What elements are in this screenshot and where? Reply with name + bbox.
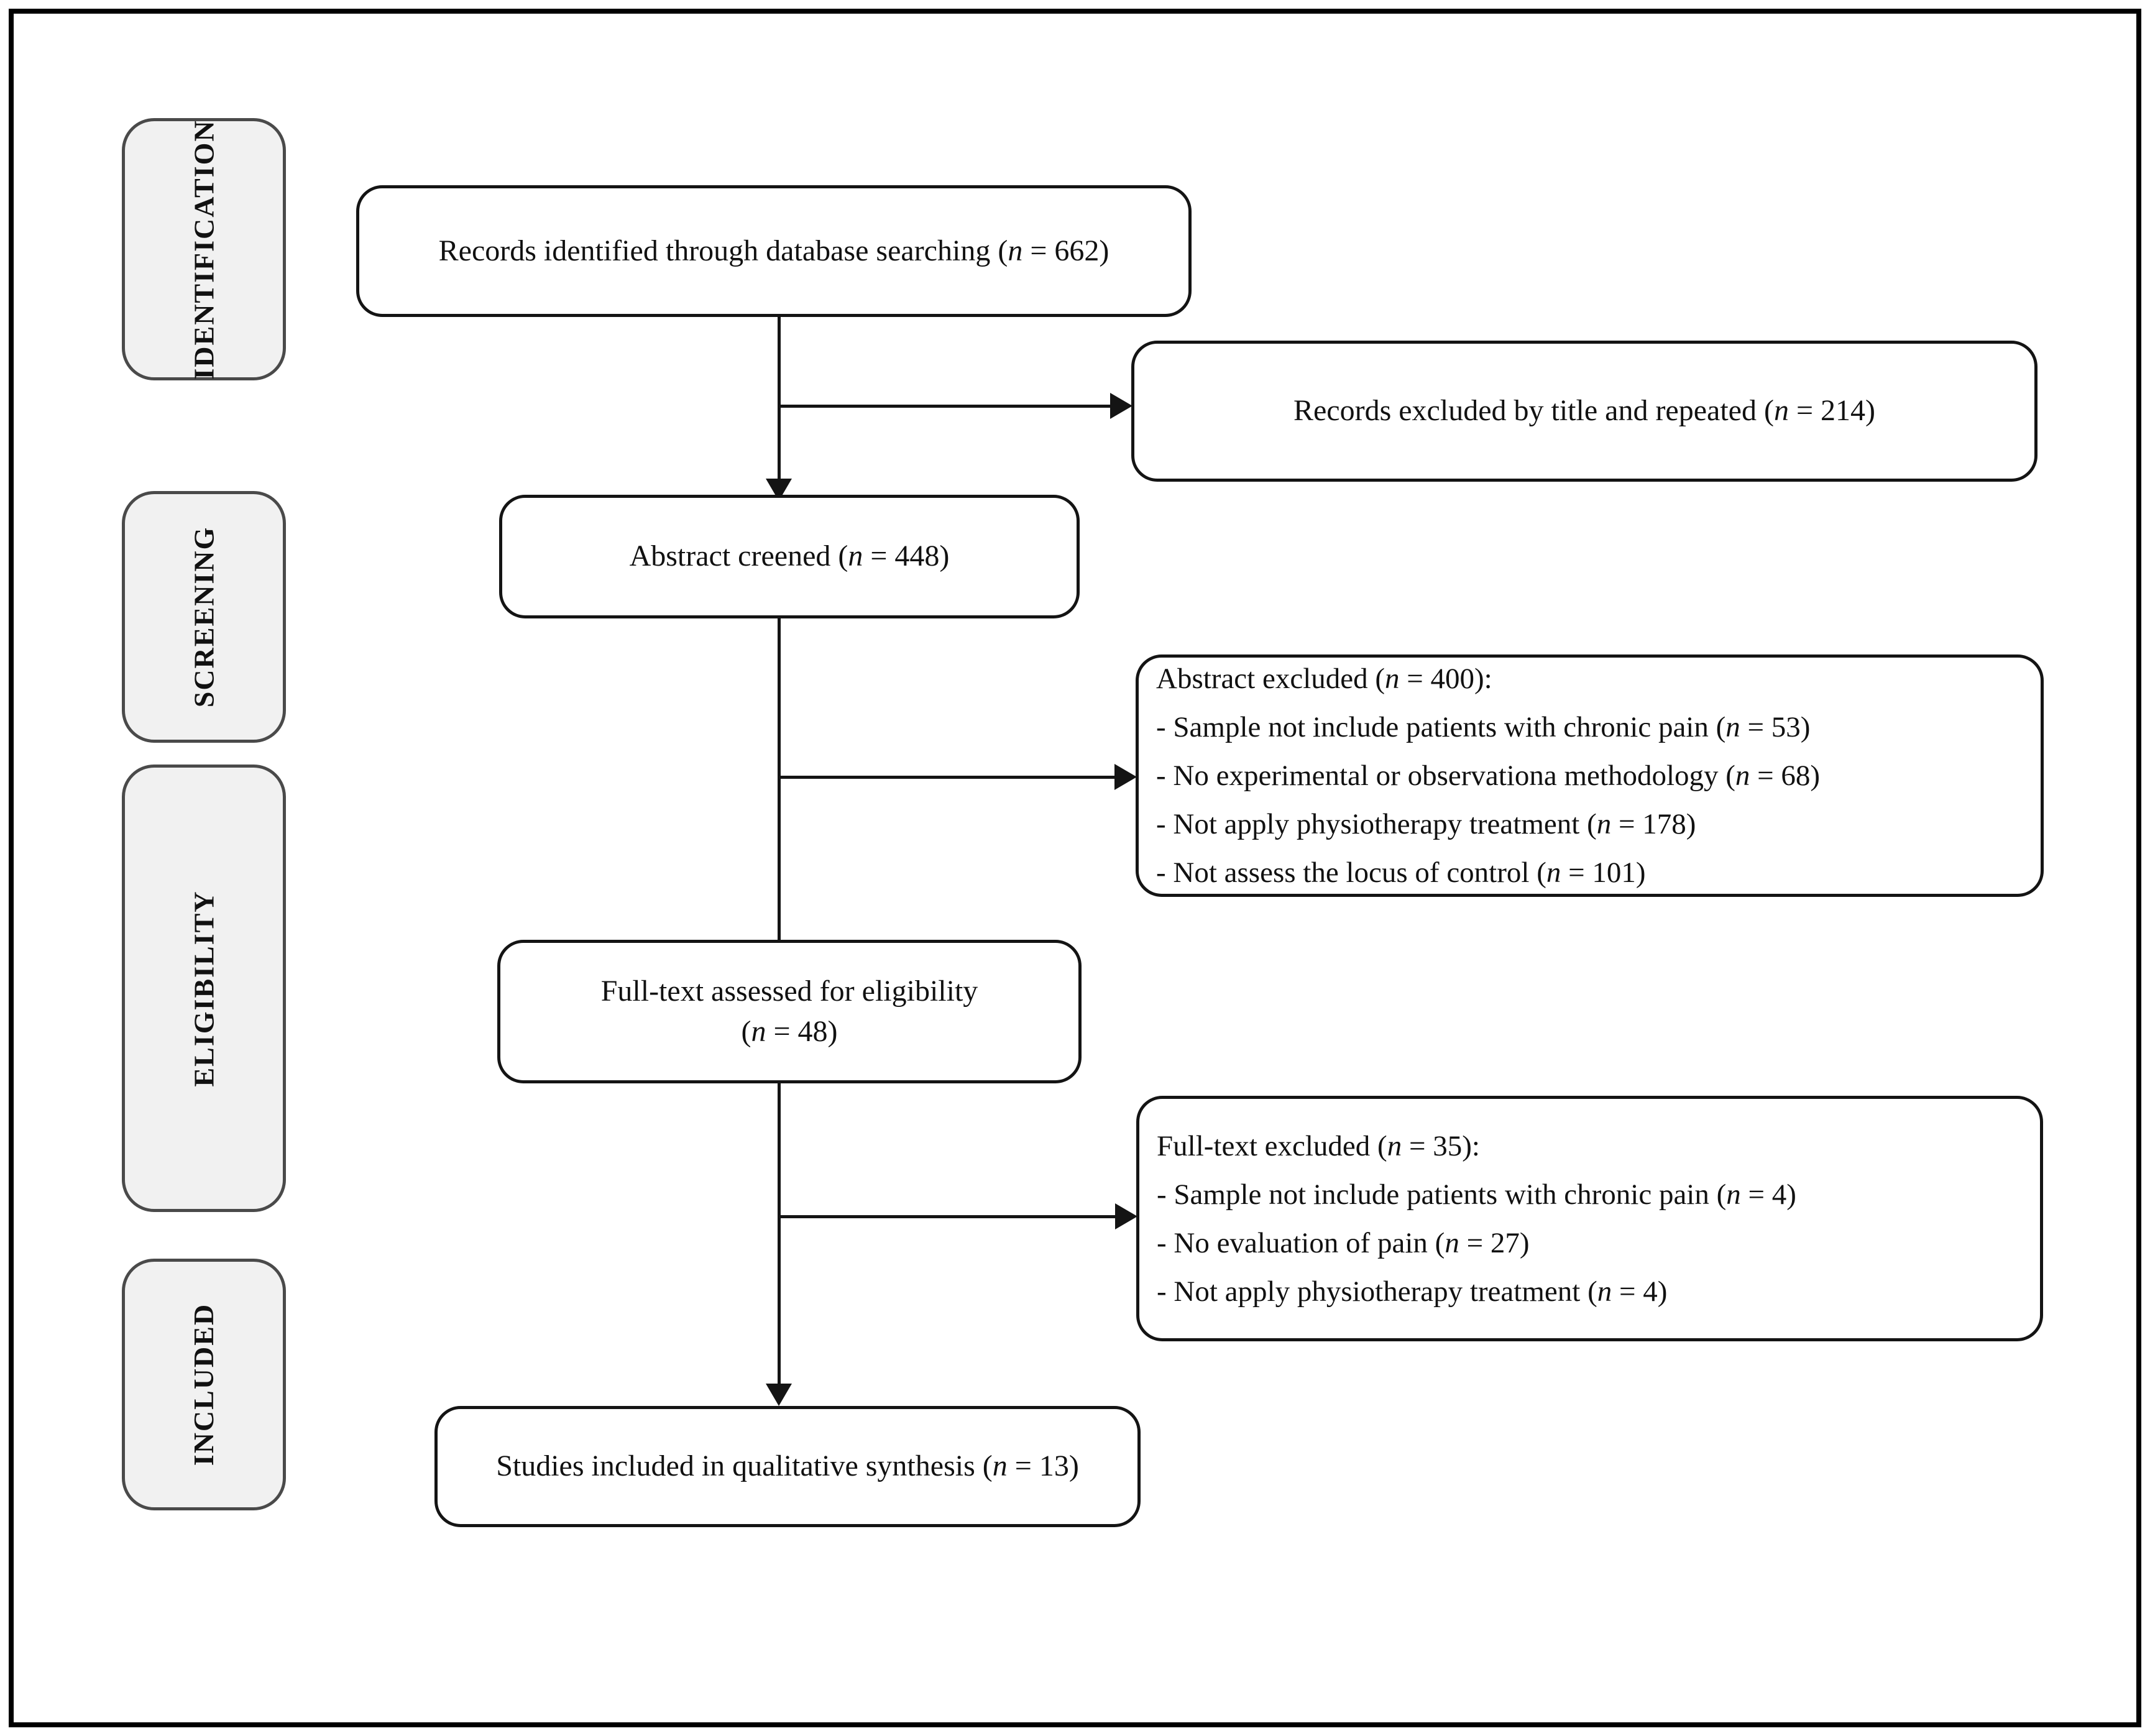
box-records-identified-text: Records identified through database sear… xyxy=(438,234,1109,267)
exclusion-reason: - Sample not include patients with chron… xyxy=(1156,711,1811,743)
box-records-excluded-text: Records excluded by title and repeated (… xyxy=(1293,394,1876,428)
exclusion-reason: - Not apply physiotherapy treatment (n =… xyxy=(1156,808,1696,840)
arrowhead-right-icon xyxy=(1115,1203,1137,1229)
arrowhead-right-icon xyxy=(1110,393,1132,419)
exclusion-reason: - Sample not include patients with chron… xyxy=(1157,1178,1796,1211)
box-fulltext-excluded: Full-text excluded (n = 35): - Sample no… xyxy=(1136,1096,2043,1341)
exclusion-reason: - Not apply physiotherapy treatment (n =… xyxy=(1157,1275,1668,1308)
arrowhead-down-icon xyxy=(766,1384,792,1406)
figure-border xyxy=(9,9,2141,1727)
connector-fulltext-to-included xyxy=(778,1083,781,1385)
box-records-excluded: Records excluded by title and repeated (… xyxy=(1131,341,2037,482)
stage-label-eligibility: ELIGIBILITY xyxy=(122,765,286,1212)
connector-branch-fulltext-excluded xyxy=(779,1215,1115,1218)
stage-label-included: INCLUDED xyxy=(122,1259,286,1510)
connector-branch-abstract-excluded xyxy=(779,776,1114,779)
box-studies-included: Studies included in qualitative synthesi… xyxy=(434,1406,1141,1527)
box-fulltext-excluded-title: Full-text excluded (n = 35): xyxy=(1157,1129,1480,1162)
connector-identified-to-screened xyxy=(778,317,781,480)
arrowhead-right-icon xyxy=(1114,764,1137,790)
stage-label-screening: SCREENING xyxy=(122,491,286,743)
stage-label-identification-text: IDENTIFICATION xyxy=(188,119,220,380)
stage-label-screening-text: SCREENING xyxy=(188,526,220,708)
stage-label-eligibility-text: ELIGIBILITY xyxy=(188,889,220,1087)
exclusion-reason: - No experimental or observationa method… xyxy=(1156,760,1821,792)
box-fulltext-assessed-line2: (n = 48) xyxy=(741,1014,838,1048)
stage-label-identification: IDENTIFICATION xyxy=(122,118,286,380)
box-records-identified: Records identified through database sear… xyxy=(356,185,1192,317)
connector-branch-records-excluded xyxy=(779,405,1110,408)
box-fulltext-assessed: Full-text assessed for eligibility (n = … xyxy=(497,940,1082,1083)
box-fulltext-assessed-line1: Full-text assessed for eligibility xyxy=(600,974,978,1008)
box-abstract-excluded-title: Abstract excluded (n = 400): xyxy=(1156,663,1492,695)
exclusion-reason: - No evaluation of pain (n = 27) xyxy=(1157,1226,1530,1259)
box-abstract-screened: Abstract creened (n = 448) xyxy=(499,495,1080,618)
exclusion-reason: - Not assess the locus of control (n = 1… xyxy=(1156,857,1646,889)
stage-label-included-text: INCLUDED xyxy=(188,1303,220,1466)
box-abstract-excluded: Abstract excluded (n = 400): - Sample no… xyxy=(1136,654,2044,897)
box-studies-included-text: Studies included in qualitative synthesi… xyxy=(496,1449,1079,1483)
box-abstract-screened-text: Abstract creened (n = 448) xyxy=(629,540,950,573)
connector-screened-to-fulltext xyxy=(778,618,781,940)
